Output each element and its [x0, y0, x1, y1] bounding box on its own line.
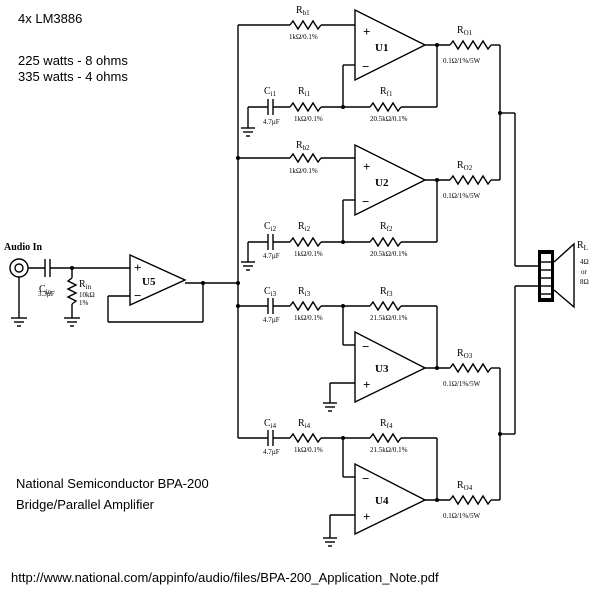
- ci3-name: Ci3: [264, 286, 277, 298]
- u1-stage: [238, 8, 500, 137]
- ri3-name: Ri3: [298, 286, 311, 298]
- rl-name: RL: [577, 240, 588, 252]
- rin-tolerance: 1%: [79, 299, 89, 307]
- power-4ohm-label: 335 watts - 4 ohms: [18, 69, 128, 84]
- signal-bus: [236, 25, 240, 438]
- ci1-name: Ci1: [264, 86, 277, 98]
- rf1-value: 20.5kΩ/0.1%: [370, 115, 408, 123]
- ro3-name: RO3: [457, 348, 473, 360]
- ro1-value: 0.1Ω/1%/5W: [443, 57, 481, 65]
- design-subtitle: Bridge/Parallel Amplifier: [16, 497, 155, 512]
- rf1-name: Rf1: [380, 86, 393, 98]
- rb2-value: 1kΩ/0.1%: [289, 167, 318, 175]
- ro4-value: 0.1Ω/1%/5W: [443, 512, 481, 520]
- u5-opamp: [107, 253, 238, 323]
- rin-resistor: [64, 266, 80, 327]
- ci3-value: 4.7µF: [263, 316, 280, 324]
- u5-label: U5: [142, 276, 156, 288]
- u2-label: U2: [375, 177, 389, 189]
- rf4-value: 21.5kΩ/0.1%: [370, 446, 408, 454]
- u3-minus: −: [362, 339, 369, 354]
- u2-plus: +: [363, 159, 370, 174]
- ri2-value: 1kΩ/0.1%: [294, 250, 323, 258]
- ri2-name: Ri2: [298, 221, 311, 233]
- u1-plus: +: [363, 24, 370, 39]
- rb1-value: 1kΩ/0.1%: [289, 33, 318, 41]
- ri4-value: 1kΩ/0.1%: [294, 446, 323, 454]
- source-url: http://www.national.com/appinfo/audio/fi…: [11, 570, 439, 585]
- u2-stage: [238, 143, 500, 271]
- ro2-name: RO2: [457, 160, 473, 172]
- u5-plus: +: [134, 260, 141, 275]
- ri1-name: Ri1: [298, 86, 311, 98]
- speaker-icon: [538, 242, 575, 309]
- rf4-name: Rf4: [380, 418, 393, 430]
- u2-minus: −: [362, 194, 369, 209]
- rin-name: Rin: [79, 279, 92, 291]
- u5-minus: −: [134, 288, 141, 303]
- ro3-value: 0.1Ω/1%/5W: [443, 380, 481, 388]
- rb1-name: Rb1: [296, 5, 310, 17]
- ci1-value: 4.7µF: [263, 118, 280, 126]
- ci2-value: 4.7µF: [263, 252, 280, 260]
- rl-value-8ohm: 8Ω: [580, 278, 589, 286]
- ci2-name: Ci2: [264, 221, 277, 233]
- rb2-name: Rb2: [296, 140, 310, 152]
- ri1-value: 1kΩ/0.1%: [294, 115, 323, 123]
- ro1-name: RO1: [457, 25, 473, 37]
- audio-in-jack: [9, 258, 45, 327]
- rf2-name: Rf2: [380, 221, 393, 233]
- u3-plus: +: [363, 377, 370, 392]
- ro4-name: RO4: [457, 480, 473, 492]
- power-8ohm-label: 225 watts - 8 ohms: [18, 53, 128, 68]
- u4-label: U4: [375, 495, 389, 507]
- rl-value-4ohm: 4Ω: [580, 258, 589, 266]
- rf3-name: Rf3: [380, 286, 393, 298]
- rin-value: 10kΩ: [79, 291, 95, 299]
- rf2-value: 20.5kΩ/0.1%: [370, 250, 408, 258]
- cin-name: Cin: [39, 284, 52, 296]
- ci4-value: 4.7µF: [263, 448, 280, 456]
- cin-value: 3.3µF: [38, 290, 55, 298]
- u3-label: U3: [375, 363, 389, 375]
- u1-minus: −: [362, 59, 369, 74]
- u4-minus: −: [362, 471, 369, 486]
- u4-stage: [238, 430, 500, 547]
- audio-in-label: Audio In: [4, 242, 43, 253]
- design-title: National Semiconductor BPA-200: [16, 476, 209, 491]
- cin-capacitor: [44, 259, 130, 277]
- rl-or: or: [581, 268, 588, 276]
- u3-stage: [238, 298, 500, 412]
- ri4-name: Ri4: [298, 418, 311, 430]
- ci4-name: Ci4: [264, 418, 277, 430]
- rf3-value: 21.5kΩ/0.1%: [370, 314, 408, 322]
- ri3-value: 1kΩ/0.1%: [294, 314, 323, 322]
- chip-label: 4x LM3886: [18, 11, 83, 26]
- u1-label: U1: [375, 42, 388, 54]
- ro2-value: 0.1Ω/1%/5W: [443, 192, 481, 200]
- output-buses: [498, 45, 538, 500]
- u4-plus: +: [363, 509, 370, 524]
